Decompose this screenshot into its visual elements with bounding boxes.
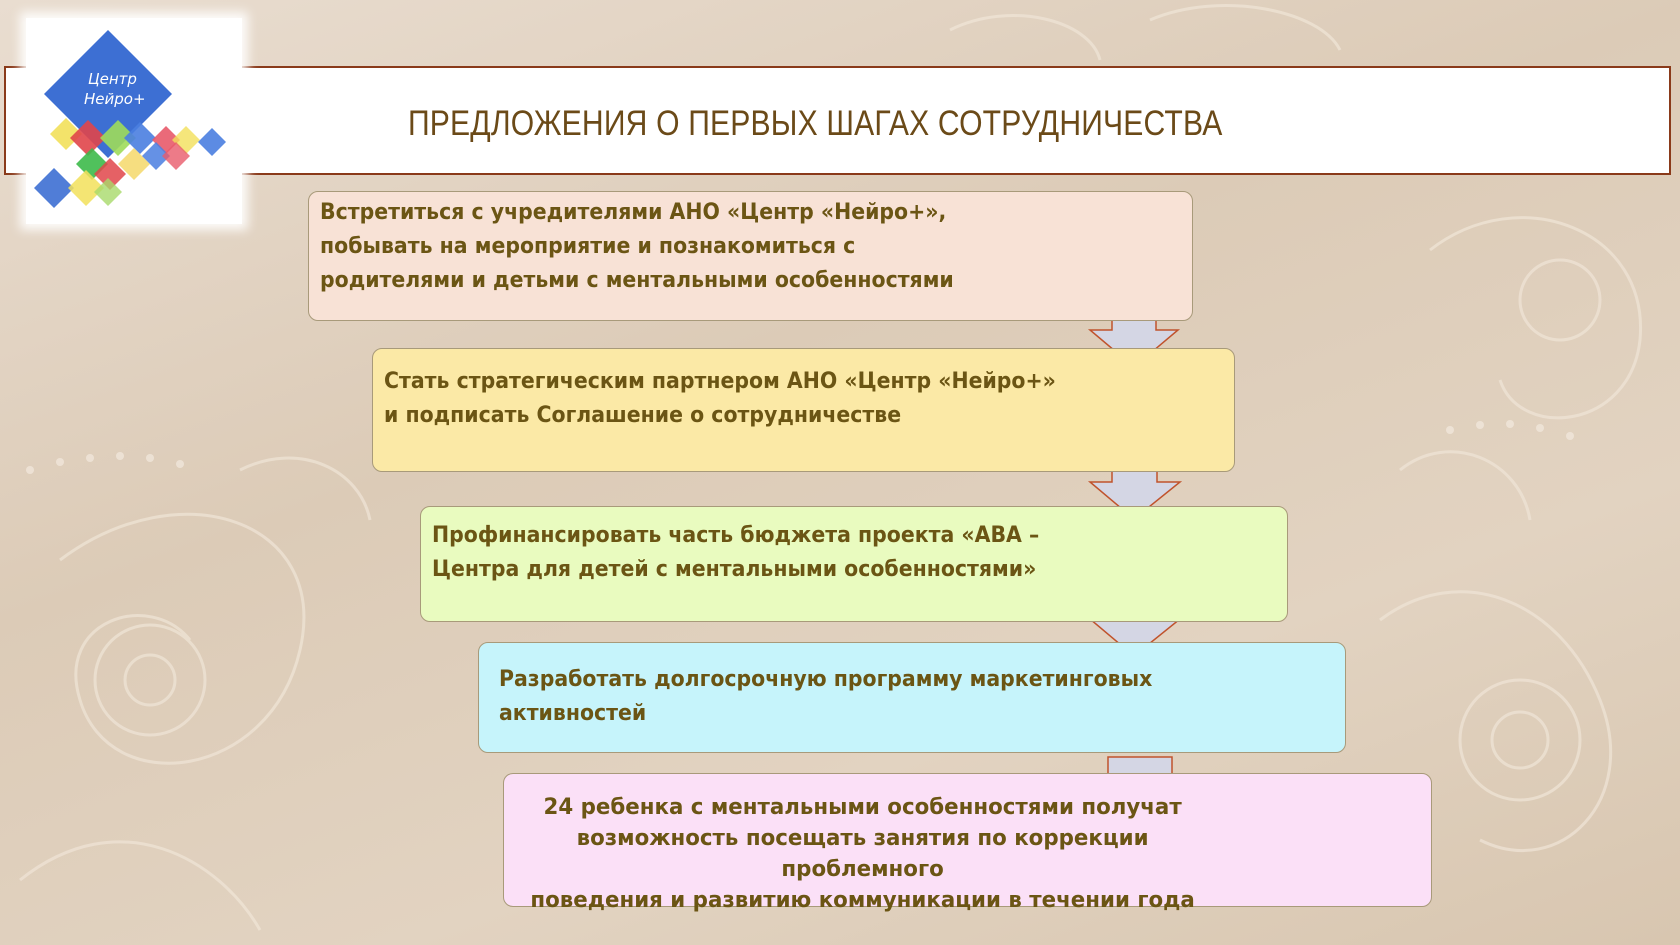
step-text: Встретиться с учредителями АНО «Центр «Н… — [320, 200, 954, 293]
step-box-marketing-program: Разработать долгосрочную программу марке… — [478, 642, 1346, 753]
logo-line2: Нейро+ — [84, 90, 146, 108]
step-text: Профинансировать часть бюджета проекта «… — [432, 523, 1040, 582]
step-box-finance-budget: Профинансировать часть бюджета проекта «… — [420, 506, 1288, 622]
logo-mosaic-icon: Центр Нейро+ — [34, 30, 226, 208]
logo-line1: Центр — [88, 70, 137, 88]
step-box-strategic-partner: Стать стратегическим партнером АНО «Цент… — [372, 348, 1235, 472]
logo: Центр Нейро+ — [26, 18, 242, 224]
result-text: 24 ребенка с ментальными особенностями п… — [530, 795, 1195, 913]
title-banner — [4, 66, 1671, 175]
step-text: Стать стратегическим партнером АНО «Цент… — [384, 369, 1056, 428]
step-text: Разработать долгосрочную программу марке… — [499, 667, 1153, 726]
page-title: ПРЕДЛОЖЕНИЯ О ПЕРВЫХ ШАГАХ СОТРУДНИЧЕСТВ… — [408, 104, 1223, 143]
result-box: 24 ребенка с ментальными особенностями п… — [503, 773, 1432, 913]
step-box-meet-founders: Встретиться с учредителями АНО «Центр «Н… — [308, 191, 1193, 321]
